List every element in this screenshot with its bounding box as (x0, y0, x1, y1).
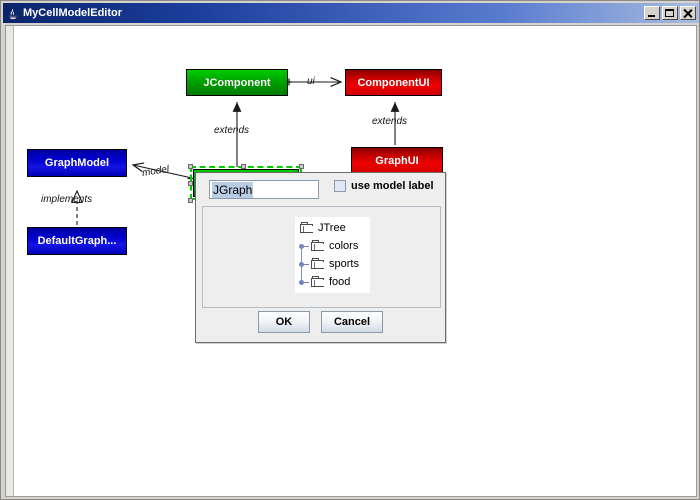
edge-label-implements: implements (41, 194, 93, 205)
node-label: ComponentUI (357, 76, 430, 89)
folder-icon (300, 222, 314, 234)
selection-handle-w[interactable] (188, 181, 193, 186)
tree-node-sports[interactable]: sports (295, 246, 370, 273)
use-model-label-text: use model label (351, 180, 434, 192)
tree-node-root[interactable]: JTree (295, 219, 370, 237)
ok-button[interactable]: OK (257, 311, 310, 333)
window-controls (644, 6, 699, 20)
expand-handle-icon[interactable] (298, 237, 311, 255)
java-coffee-cup-icon (5, 6, 20, 21)
tree-node-label: sports (329, 258, 359, 270)
node-graphmodel[interactable]: GraphModel (27, 149, 127, 177)
use-model-label-row[interactable]: use model label (334, 180, 434, 192)
node-label: JComponent (203, 76, 271, 89)
node-jcomponent[interactable]: JComponent (186, 69, 288, 96)
edge-label-model: model (141, 163, 170, 180)
folder-icon (311, 258, 325, 270)
dialog-button-row: OK Cancel (196, 311, 445, 333)
node-componentui[interactable]: ComponentUI (345, 69, 442, 96)
tree-node-colors[interactable]: colors (295, 237, 370, 255)
expand-handle-icon[interactable] (298, 264, 311, 291)
tree-preview-panel: JTree colors (202, 206, 441, 308)
edge-label-ui: ui (307, 76, 315, 87)
node-label: GraphUI (375, 155, 419, 167)
title-bar[interactable]: MyCellModelEditor (3, 3, 699, 23)
folder-icon (311, 240, 325, 252)
tree-node-label: colors (329, 240, 359, 252)
selection-handle-nw[interactable] (188, 164, 193, 169)
close-button[interactable] (680, 6, 696, 20)
folder-icon (311, 276, 325, 288)
tree-node-label: JTree (318, 222, 346, 234)
node-defaultgraphmodel[interactable]: DefaultGraph... (27, 227, 127, 255)
tree-node-food[interactable]: food (295, 264, 370, 291)
cancel-button[interactable]: Cancel (320, 311, 384, 333)
client-area: JGraph JComponent ComponentUI GraphUI Gr… (5, 25, 697, 497)
jtree-widget[interactable]: JTree colors (295, 217, 370, 293)
window-title: MyCellModelEditor (23, 7, 123, 19)
node-label: DefaultGraph... (37, 235, 117, 247)
edge-label-extends-jgraph: extends (214, 125, 250, 136)
use-model-label-checkbox[interactable] (334, 180, 346, 192)
minimize-button[interactable] (644, 6, 660, 20)
cell-name-input[interactable]: JGraph (209, 180, 319, 199)
cell-name-value: JGraph (212, 181, 254, 198)
maximize-button[interactable] (662, 6, 678, 20)
cell-properties-dialog: JGraph use model label JTree (195, 172, 446, 343)
edge-label-extends-graphui: extends (372, 116, 408, 127)
tree-node-label: food (329, 276, 351, 288)
left-ruler-strip (6, 26, 14, 496)
node-graphui[interactable]: GraphUI (351, 147, 443, 175)
diagram-canvas[interactable]: JGraph JComponent ComponentUI GraphUI Gr… (15, 26, 696, 496)
selection-handle-ne[interactable] (299, 164, 304, 169)
selection-handle-n[interactable] (241, 164, 246, 169)
selection-handle-sw[interactable] (188, 198, 193, 203)
expand-handle-icon[interactable] (298, 246, 311, 273)
dialog-top-row: JGraph use model label (196, 173, 445, 205)
node-label: GraphModel (44, 157, 110, 169)
